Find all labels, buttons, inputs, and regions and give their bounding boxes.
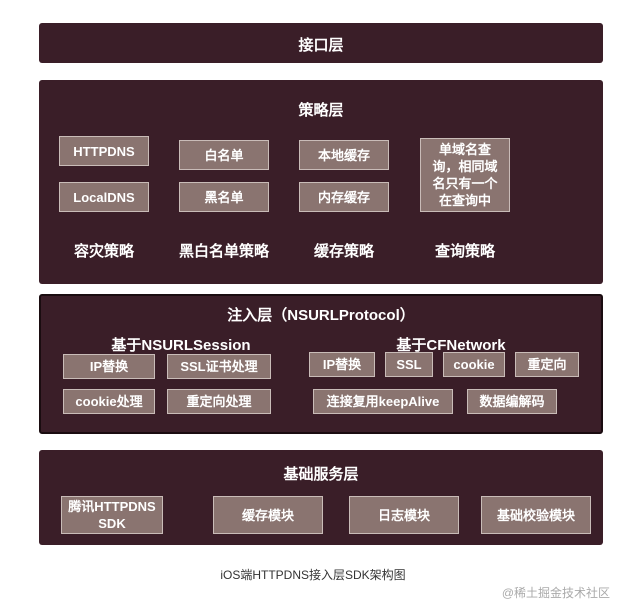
label-disaster-strategy: 容灾策略 [73, 243, 134, 260]
chip-ip-replace-cf: IP替换 [309, 352, 375, 377]
chip-tencent-httpdns-sdk: 腾讯HTTPDNS SDK [61, 496, 163, 534]
chip-memory-cache: 内存缓存 [299, 182, 389, 212]
base-service-layer-title: 基础服务层 [283, 466, 359, 483]
chip-ip-replace-session: IP替换 [63, 354, 155, 379]
chip-cookie-cf: cookie [443, 352, 505, 377]
label-cfnetwork: 基于CFNetwork [396, 337, 506, 354]
label-cache-strategy: 缓存策略 [313, 243, 374, 260]
chip-cache-module: 缓存模块 [213, 496, 323, 534]
chip-query-single-domain: 单域名查询，相同域名只有一个在查询中 [420, 138, 510, 212]
chip-httpdns: HTTPDNS [59, 136, 149, 166]
chip-whitelist: 白名单 [179, 140, 269, 170]
interface-layer-title: 接口层 [298, 37, 344, 54]
chip-ssl-cert: SSL证书处理 [167, 354, 271, 379]
label-list-strategy: 黑白名单策略 [178, 243, 269, 260]
chip-cookie-handling: cookie处理 [63, 389, 155, 414]
label-nsurlsession: 基于NSURLSession [111, 337, 251, 354]
chip-blacklist: 黑名单 [179, 182, 269, 212]
watermark: @稀土掘金技术社区 [501, 586, 610, 600]
base-service-layer: 基础服务层 腾讯HTTPDNS SDK 缓存模块 日志模块 基础校验模块 [39, 450, 603, 545]
injection-layer-title: 注入层（NSURLProtocol） [227, 307, 415, 324]
interface-layer: 接口层 [39, 23, 603, 63]
injection-layer: 注入层（NSURLProtocol） 基于NSURLSession IP替换 S… [39, 294, 603, 434]
strategy-layer: 策略层 HTTPDNS LocalDNS 容灾策略 白名单 黑名单 黑白名单策略… [39, 80, 603, 284]
label-query-strategy: 查询策略 [434, 243, 495, 260]
chip-redirect-handling: 重定向处理 [167, 389, 271, 414]
diagram-caption: iOS端HTTPDNS接入层SDK架构图 [220, 568, 406, 582]
chip-keepalive: 连接复用keepAlive [313, 389, 453, 414]
chip-base-verify-module: 基础校验模块 [481, 496, 591, 534]
chip-log-module: 日志模块 [349, 496, 459, 534]
chip-ssl-cf: SSL [385, 352, 433, 377]
chip-redirect-cf: 重定向 [515, 352, 579, 377]
chip-local-cache: 本地缓存 [299, 140, 389, 170]
strategy-layer-title: 策略层 [298, 102, 344, 119]
chip-localdns: LocalDNS [59, 182, 149, 212]
chip-data-codec: 数据编解码 [467, 389, 557, 414]
